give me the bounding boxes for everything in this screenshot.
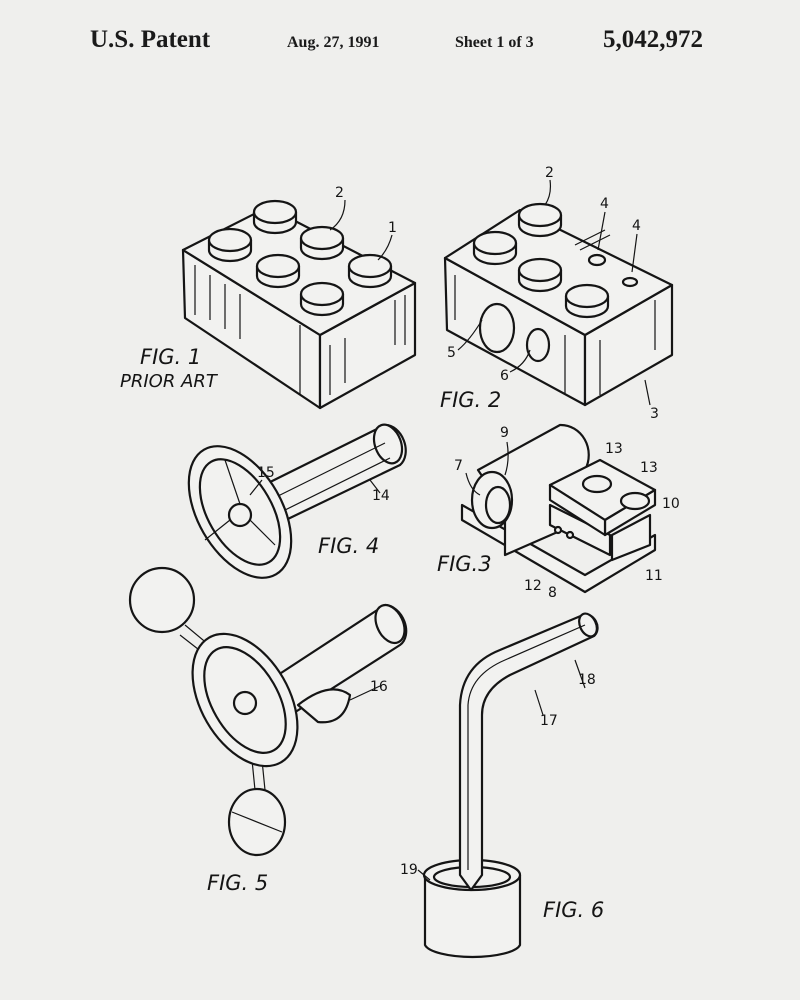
patent-date: Aug. 27, 1991 bbox=[287, 34, 380, 51]
fig3-label: FIG.3 bbox=[437, 552, 492, 576]
ref-17: 17 bbox=[540, 713, 558, 729]
fig6-label: FIG. 6 bbox=[543, 898, 604, 922]
ref-2: 2 bbox=[545, 165, 554, 181]
fig2-label: FIG. 2 bbox=[440, 388, 501, 412]
ref-1: 1 bbox=[388, 220, 397, 236]
ref-2: 2 bbox=[335, 185, 344, 201]
stud-top bbox=[517, 202, 563, 228]
stud-top bbox=[299, 281, 345, 307]
fig5-wind-vane-drawing bbox=[128, 566, 408, 857]
stud-top bbox=[347, 253, 393, 279]
stud-top bbox=[517, 257, 563, 283]
sheet-number: Sheet 1 of 3 bbox=[455, 34, 534, 51]
stud-top bbox=[207, 227, 253, 253]
ref-4: 4 bbox=[600, 196, 609, 212]
ref-7: 7 bbox=[454, 458, 463, 474]
ref-10: 10 bbox=[662, 496, 680, 512]
stud-top bbox=[252, 199, 298, 225]
ref-15: 15 bbox=[257, 465, 275, 481]
fig1-label: FIG. 1 bbox=[140, 345, 201, 369]
ref-4: 4 bbox=[632, 218, 641, 234]
ref-9: 9 bbox=[500, 425, 509, 441]
ref-19: 19 bbox=[400, 862, 418, 878]
fig4-spoked-disc-drawing bbox=[187, 423, 407, 579]
ref-3: 3 bbox=[650, 406, 659, 422]
stud-top bbox=[299, 225, 345, 251]
fig1-caption: PRIOR ART bbox=[120, 371, 219, 392]
ref-8: 8 bbox=[548, 585, 557, 601]
fig2-brick-drawing bbox=[443, 202, 674, 407]
ref-18: 18 bbox=[578, 672, 596, 688]
fig3-connector-drawing bbox=[460, 423, 657, 594]
ref-13: 13 bbox=[605, 441, 623, 457]
fig1-brick-drawing bbox=[181, 199, 417, 410]
fig4-label: FIG. 4 bbox=[318, 534, 379, 558]
ref-14: 14 bbox=[372, 488, 390, 504]
ref-12: 12 bbox=[524, 578, 542, 594]
stud-top bbox=[564, 283, 610, 309]
ref-13: 13 bbox=[640, 460, 658, 476]
ref-11: 11 bbox=[645, 568, 663, 584]
patent-title: U.S. Patent bbox=[90, 26, 211, 53]
fig5-label: FIG. 5 bbox=[207, 871, 268, 895]
ref-6: 6 bbox=[500, 368, 509, 384]
ref-5: 5 bbox=[447, 345, 456, 361]
fig6-bent-rod-drawing bbox=[422, 612, 599, 959]
patent-number: 5,042,972 bbox=[603, 26, 703, 53]
stud-top bbox=[255, 253, 301, 279]
stud-top bbox=[472, 230, 518, 256]
